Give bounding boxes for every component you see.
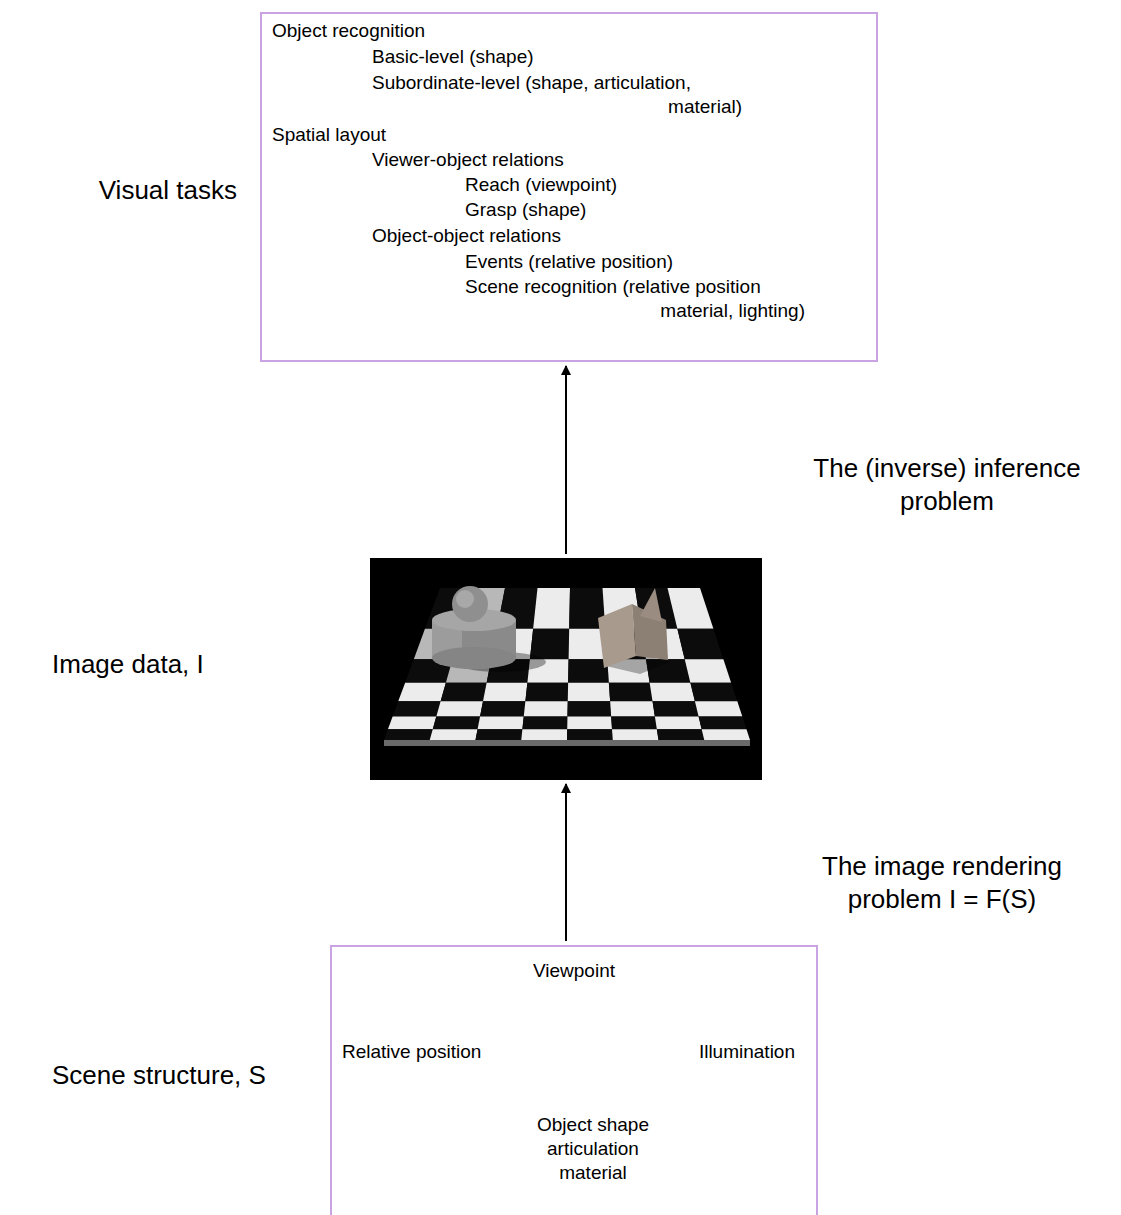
task-item: Grasp (shape) — [465, 198, 845, 222]
edge-label: The (inverse) inference problem — [777, 452, 1117, 517]
side-heading: Visual tasks — [37, 174, 237, 207]
task-item: Subordinate-level (shape, articulation, … — [372, 71, 742, 119]
rendered-image: Image data, I — [370, 558, 762, 780]
scene-factor: Viewpoint — [332, 959, 816, 983]
side-heading: Scene structure, S — [52, 1059, 312, 1092]
scene-box: Scene structure, SViewpointRelative posi… — [330, 945, 818, 1215]
scene-factor: Illumination — [582, 1040, 795, 1064]
task-item: Basic-level (shape) — [372, 45, 772, 69]
task-box: Visual tasksObject recognitionBasic-leve… — [260, 12, 878, 362]
task-item: Scene recognition (relative position mat… — [465, 275, 805, 323]
task-heading: Object recognition — [272, 19, 672, 43]
scene-illustration — [370, 558, 762, 780]
scene-factor: Relative position — [342, 1040, 562, 1064]
arrow-connector — [565, 784, 567, 941]
side-heading: Image data, I — [52, 648, 302, 681]
task-subheading: Object-object relations — [372, 224, 772, 248]
task-heading: Spatial layout — [272, 123, 672, 147]
edge-label: The image rendering problem I = F(S) — [787, 850, 1097, 915]
task-item: Reach (viewpoint) — [465, 173, 845, 197]
arrow-connector — [565, 366, 567, 554]
task-item: Events (relative position) — [465, 250, 845, 274]
task-subheading: Viewer-object relations — [372, 148, 772, 172]
scene-factor: Object shape articulation material — [528, 1113, 658, 1184]
